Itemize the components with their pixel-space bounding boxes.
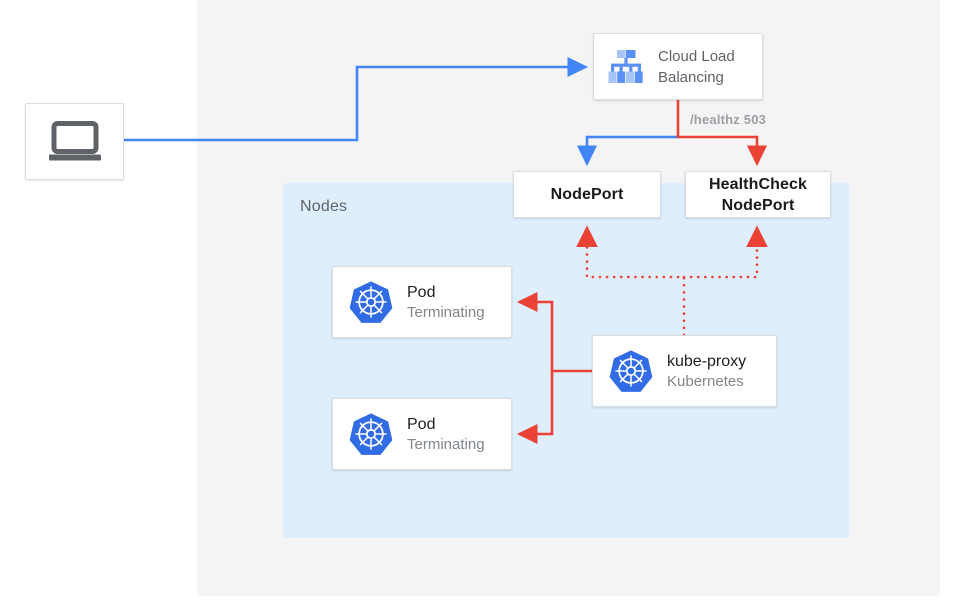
laptop-icon bbox=[48, 120, 101, 160]
cloud-load-balancing-icon bbox=[608, 49, 643, 83]
pod-node-2[interactable]: Pod Terminating bbox=[332, 398, 512, 470]
healthz-edge-label: /healthz 503 bbox=[690, 112, 767, 127]
cloud-load-balancing-node[interactable]: Cloud Load Balancing bbox=[593, 33, 763, 100]
pod-status: Terminating bbox=[407, 435, 485, 453]
kube-proxy-subtitle: Kubernetes bbox=[667, 372, 744, 390]
healthcheck-nodeport-label: HealthCheck NodePort bbox=[708, 175, 808, 214]
kubernetes-icon bbox=[609, 350, 653, 392]
healthcheck-nodeport-node[interactable]: HealthCheck NodePort bbox=[685, 171, 831, 218]
cloud-load-balancing-label: Cloud Load Balancing bbox=[658, 47, 735, 86]
nodeport-node[interactable]: NodePort bbox=[513, 171, 661, 218]
kubernetes-icon bbox=[349, 281, 393, 323]
nodeport-label: NodePort bbox=[550, 186, 624, 203]
pod-status: Terminating bbox=[407, 303, 485, 321]
pod-title: Pod bbox=[407, 415, 436, 433]
kube-proxy-node[interactable]: kube-proxy Kubernetes bbox=[592, 335, 777, 407]
nodes-region-label: Nodes bbox=[300, 198, 348, 215]
pod-title: Pod bbox=[407, 283, 436, 301]
kubernetes-icon bbox=[349, 413, 393, 455]
pod-node-1[interactable]: Pod Terminating bbox=[332, 266, 512, 338]
kube-proxy-title: kube-proxy bbox=[667, 352, 747, 370]
client-node[interactable] bbox=[25, 103, 124, 180]
